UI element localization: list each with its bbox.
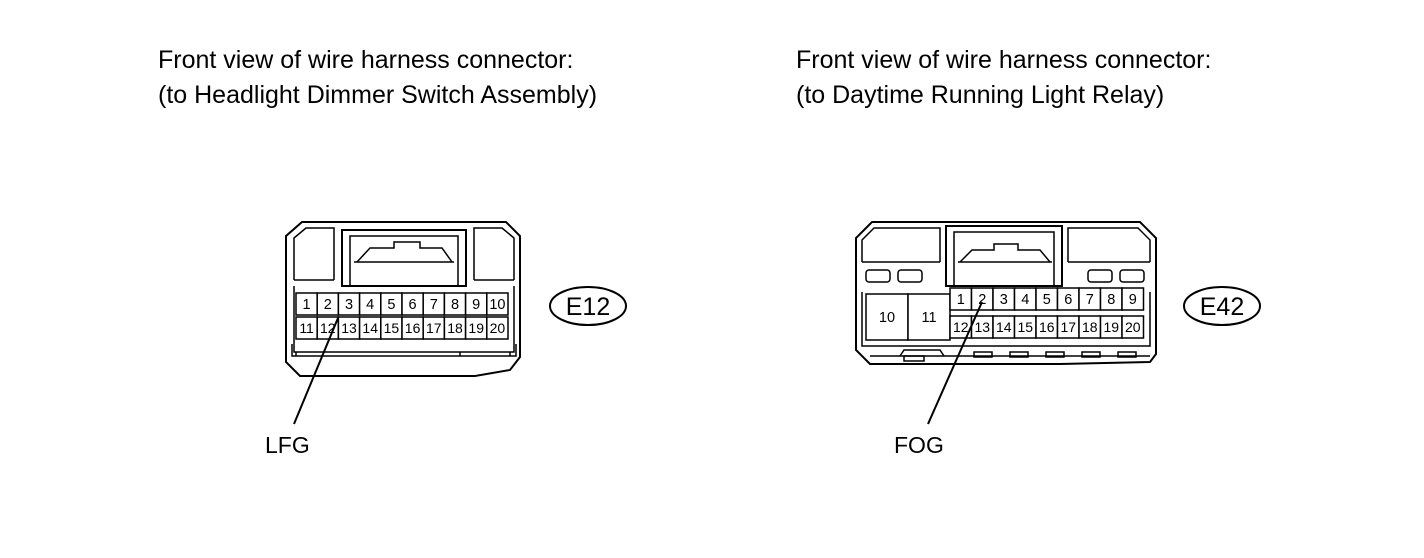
connector-code: E12 xyxy=(566,293,610,321)
pin-cell xyxy=(486,292,509,316)
connector-code-badge: E12 xyxy=(549,286,627,326)
pin-number: 2 xyxy=(324,297,332,313)
pin-number: 20 xyxy=(1125,319,1141,335)
caption-line-1: Front view of wire harness connector: xyxy=(796,46,1211,74)
pin-number: 18 xyxy=(1082,319,1098,335)
pin-number: 6 xyxy=(1064,292,1072,308)
caption-line-1: Front view of wire harness connector: xyxy=(158,46,573,74)
pin-number: 13 xyxy=(974,319,990,335)
pin-number: 11 xyxy=(299,320,314,336)
connector-e12: Front view of wire harness connector: (t… xyxy=(158,46,627,458)
pin-number: 15 xyxy=(384,320,400,336)
pin-number: 19 xyxy=(468,320,484,336)
pin-cell xyxy=(907,293,951,341)
pin-number: 11 xyxy=(921,310,936,326)
callout-line xyxy=(293,317,339,425)
pin-number: 8 xyxy=(1107,292,1115,308)
pin-cell xyxy=(865,293,909,341)
pin-number: 4 xyxy=(366,297,374,313)
pin-number: 17 xyxy=(1060,319,1076,335)
connector-code: E42 xyxy=(1200,293,1244,321)
pin-number: 16 xyxy=(1039,319,1055,335)
connector-body xyxy=(855,221,1157,365)
pin-number: 17 xyxy=(426,320,442,336)
pin-cell xyxy=(1121,315,1145,339)
callout-label: LFG xyxy=(265,432,310,458)
pin-cell xyxy=(1121,287,1145,311)
pin-number: 3 xyxy=(345,297,353,313)
connector-e42: Front view of wire harness connector: (t… xyxy=(796,46,1261,458)
pin-number: 14 xyxy=(362,320,378,336)
pin-number: 19 xyxy=(1103,319,1119,335)
pin-number: 7 xyxy=(430,297,438,313)
pin-number: 1 xyxy=(303,297,311,313)
pin-cell xyxy=(486,316,509,340)
pin-number: 3 xyxy=(1000,292,1008,308)
pin-number: 6 xyxy=(409,297,417,313)
pin-number: 10 xyxy=(489,297,505,313)
pin-number: 15 xyxy=(1017,319,1033,335)
pin-number: 18 xyxy=(447,320,463,336)
pin-number: 2 xyxy=(978,292,986,308)
connector-body xyxy=(285,221,521,377)
caption-line-2: (to Headlight Dimmer Switch Assembly) xyxy=(158,81,597,109)
pin-number: 13 xyxy=(341,320,357,336)
connector-code-badge: E42 xyxy=(1183,286,1261,326)
pin-number: 7 xyxy=(1086,292,1094,308)
pin-number: 8 xyxy=(451,297,459,313)
pin-number: 5 xyxy=(387,297,395,313)
pin-number: 16 xyxy=(405,320,421,336)
pin-number: 14 xyxy=(996,319,1012,335)
callout-line xyxy=(927,301,983,425)
pin-number: 9 xyxy=(1129,292,1137,308)
caption-line-2: (to Daytime Running Light Relay) xyxy=(796,81,1164,109)
pin-number: 9 xyxy=(472,297,480,313)
pin-number: 12 xyxy=(953,319,969,335)
pin-number: 4 xyxy=(1021,292,1029,308)
pin-number: 10 xyxy=(879,310,895,326)
pin-number: 20 xyxy=(490,320,506,336)
callout-label: FOG xyxy=(894,432,944,458)
pin-number: 1 xyxy=(957,292,965,308)
pin-number: 5 xyxy=(1043,292,1051,308)
